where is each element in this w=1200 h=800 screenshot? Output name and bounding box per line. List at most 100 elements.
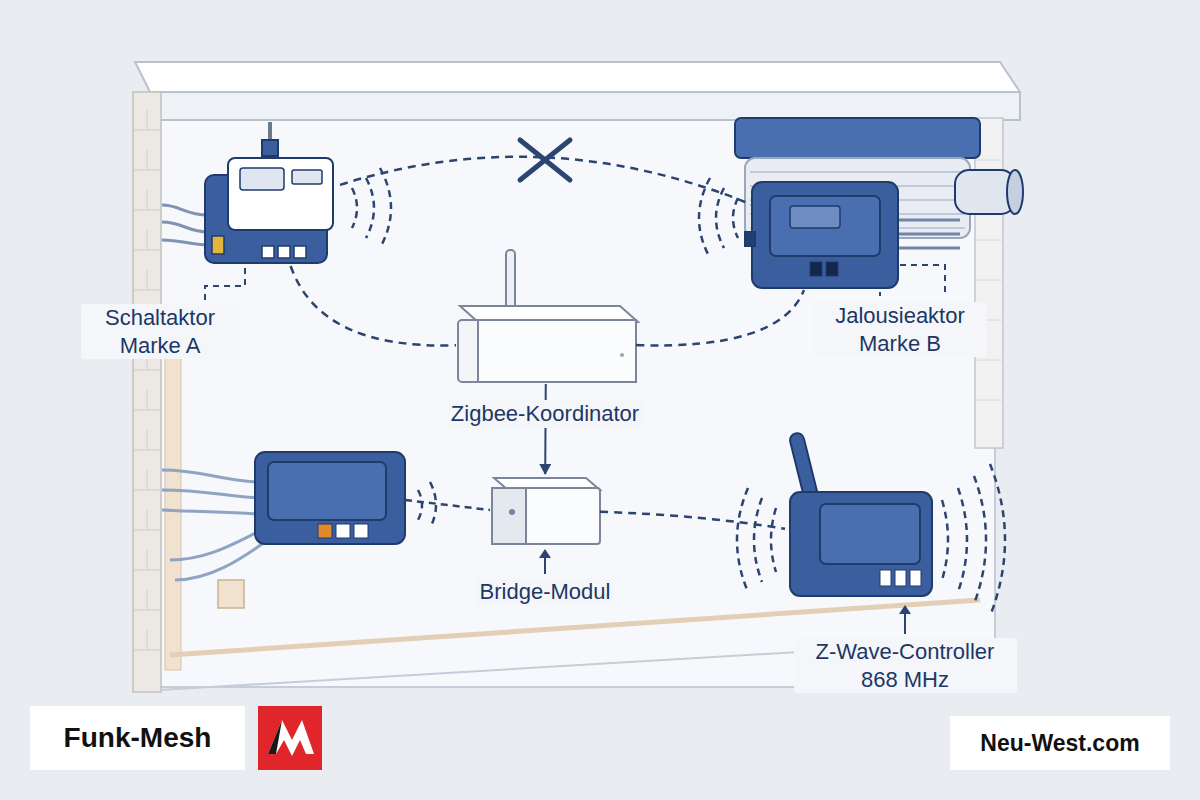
zwave-controller-part	[880, 570, 891, 586]
radio-waves-part	[754, 498, 762, 582]
leader-lines-part	[205, 268, 245, 300]
blind-actuator-part	[810, 262, 822, 276]
blocked-link-cross-part	[520, 140, 570, 180]
device-node: Z-Wave-Controller 868 MHz	[785, 482, 935, 600]
switch-actuator-part	[262, 140, 278, 156]
wall-part	[147, 110, 148, 650]
wall-part	[150, 112, 995, 687]
blind-actuator	[745, 182, 898, 288]
radio-link	[340, 157, 752, 205]
device-label: Bridge-Modul	[476, 578, 615, 606]
switch-actuator-part	[228, 158, 333, 230]
wired-device-part	[354, 524, 368, 538]
blind-actuator-part	[752, 182, 898, 288]
wall	[133, 62, 1020, 692]
device-label: Zigbee-Koordinator	[447, 400, 643, 428]
radio-link	[291, 266, 456, 345]
wired-device-part	[336, 524, 350, 538]
radio-waves-part	[974, 476, 986, 604]
switch-actuator-part	[240, 168, 284, 190]
radio-waves-part	[366, 178, 374, 238]
zwave-controller	[789, 432, 932, 596]
switch-actuator-part	[162, 205, 208, 245]
radio-link	[636, 290, 804, 345]
brand-logo	[258, 706, 322, 770]
blocked-link-cross	[520, 140, 570, 180]
device-label: Jalousieaktor Marke B	[814, 302, 987, 357]
radio-waves-part	[430, 482, 436, 528]
roller-blind-part	[895, 220, 960, 248]
wall-part	[133, 92, 161, 692]
zigbee-coordinator-part	[478, 320, 636, 382]
roller-blind-part	[735, 118, 980, 158]
leader-arrows-part	[899, 605, 911, 614]
wall-part	[218, 580, 244, 608]
brand-badge: Funk-Mesh	[30, 706, 245, 770]
device-node: Jalousieaktor Marke B	[752, 180, 900, 290]
wired-device-part	[405, 500, 490, 510]
radio-waves-part	[352, 188, 357, 228]
bridge-module-part	[492, 488, 600, 544]
radio-waves-part	[380, 168, 391, 248]
device-label: Z-Wave-Controller 868 MHz	[794, 638, 1017, 693]
bridge-module-part	[509, 509, 515, 515]
wired-device-part	[255, 452, 405, 544]
blind-actuator-part	[770, 196, 880, 256]
switch-actuator-part	[292, 170, 322, 184]
zigbee-coordinator-part	[620, 353, 624, 357]
wired-device	[162, 452, 490, 580]
radio-waves	[352, 168, 1005, 616]
device-label: Schaltaktor Marke A	[81, 304, 239, 359]
wall-part	[135, 62, 1020, 92]
zigbee-coordinator-part	[458, 320, 636, 382]
blind-actuator-part	[826, 262, 838, 276]
switch-actuator-part	[294, 246, 306, 258]
switch-actuator	[162, 122, 333, 263]
wired-device-part	[268, 462, 386, 520]
radio-link	[600, 512, 785, 529]
leader-arrows-part	[544, 556, 546, 574]
wall-part	[165, 330, 181, 670]
leader-arrows-part	[539, 549, 551, 558]
zwave-controller-part	[790, 492, 932, 596]
zigbee-coordinator	[458, 250, 638, 382]
wired-device-part	[162, 470, 268, 580]
radio-waves-part	[990, 464, 1005, 616]
radio-waves-part	[716, 188, 724, 248]
blind-actuator-part	[745, 232, 755, 246]
zigbee-coordinator-part	[506, 250, 515, 312]
radio-waves-part	[737, 488, 748, 592]
radio-waves-part	[958, 488, 967, 592]
wall-part	[975, 118, 1003, 448]
wall-part	[150, 92, 1020, 120]
device-node: Bridge-Modul	[490, 474, 600, 546]
switch-actuator-part	[278, 246, 290, 258]
zwave-controller-part	[820, 504, 920, 564]
radio-waves-part	[771, 508, 776, 572]
device-node: Schaltaktor Marke A	[200, 148, 340, 266]
radio-waves-part	[942, 500, 948, 580]
radio-waves-part	[418, 490, 422, 520]
leader-arrows-part	[904, 612, 906, 634]
leader-lines-part	[900, 265, 945, 296]
brand-logo-part	[268, 720, 314, 756]
switch-actuator-part	[262, 246, 274, 258]
switch-actuator-part	[212, 236, 224, 254]
leader-lines	[205, 265, 945, 300]
brand-badge: Neu-West.com	[950, 716, 1170, 770]
leader-lines-part	[879, 292, 881, 296]
bridge-module-part	[492, 488, 526, 544]
bridge-module	[492, 478, 600, 544]
radio-waves-part	[699, 178, 710, 258]
blind-actuator-part	[790, 206, 840, 228]
radio-waves-part	[733, 198, 738, 238]
device-node: Zigbee-Koordinator	[456, 300, 636, 384]
wired-device-part	[318, 524, 332, 538]
zwave-controller-part	[895, 570, 906, 586]
brand-logo-part	[258, 706, 322, 770]
link-arrow	[544, 384, 547, 474]
brand-logo-part	[268, 720, 282, 754]
roller-blind-part	[1007, 170, 1023, 214]
zwave-controller-part	[910, 570, 921, 586]
